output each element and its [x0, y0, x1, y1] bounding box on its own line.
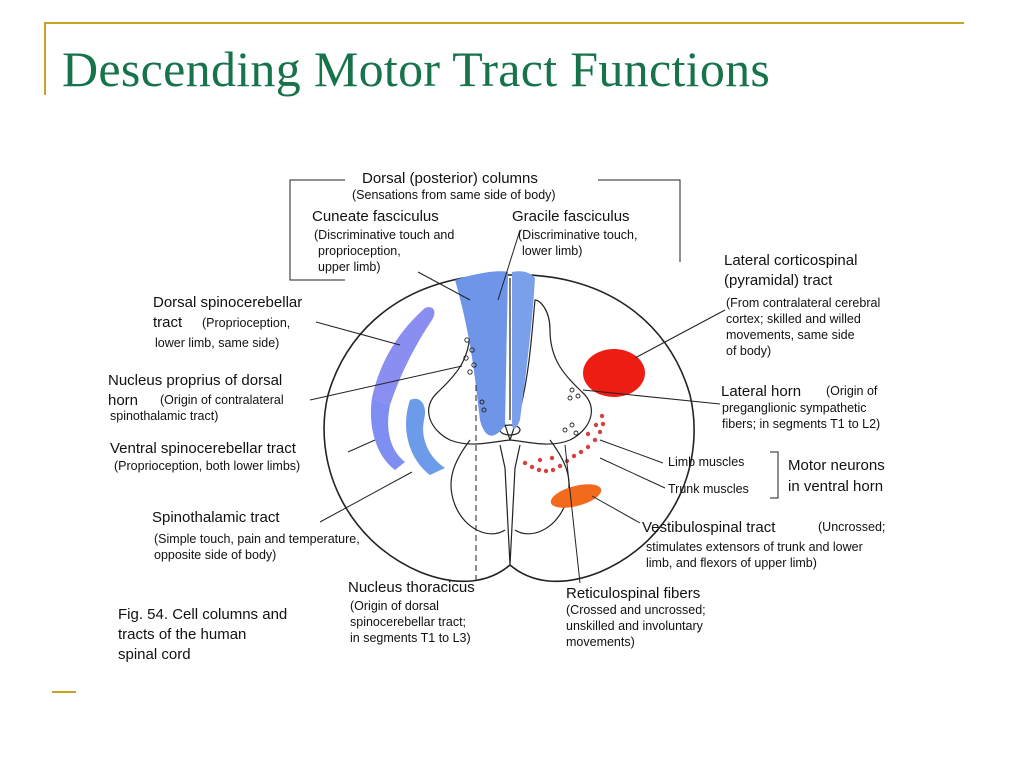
- figure-caption: tracts of the human: [118, 626, 246, 643]
- spinothalamic-desc: opposite side of body): [154, 548, 276, 562]
- lateral-horn-desc: preganglionic sympathetic: [722, 401, 867, 415]
- cuneate-desc-line: proprioception,: [318, 244, 401, 258]
- ventral-spinocerebellar-label: Ventral spinocerebellar tract: [110, 440, 297, 457]
- gracile-desc-line: lower limb): [522, 244, 582, 258]
- nucleus-thoracicus-desc: spinocerebellar tract;: [350, 615, 466, 629]
- nucleus-proprius-desc: (Origin of contralateral: [160, 393, 284, 407]
- lateral-corticospinal-label: (pyramidal) tract: [724, 272, 833, 289]
- top-accent-rule: [44, 22, 964, 24]
- nucleus-proprius-label: horn: [108, 392, 138, 409]
- nucleus-circles: [463, 337, 581, 436]
- dorsal-spinocerebellar-label: tract: [153, 314, 183, 331]
- spinothalamic-desc: (Simple touch, pain and temperature,: [154, 532, 360, 546]
- vestibulospinal-label: Vestibulospinal tract: [642, 519, 776, 536]
- motor-neurons-label: in ventral horn: [788, 478, 883, 495]
- bottom-accent-rule: [52, 691, 76, 693]
- nucleus-thoracicus-desc: in segments T1 to L3): [350, 631, 471, 645]
- reticulospinal-desc: (Crossed and uncrossed;: [566, 603, 706, 617]
- vestibulospinal-tract: [550, 484, 602, 508]
- cuneate-fasciculus-label: Cuneate fasciculus: [312, 208, 439, 225]
- vestibulospinal-desc: (Uncrossed;: [818, 520, 885, 534]
- nucleus-thoracicus-desc: (Origin of dorsal: [350, 599, 439, 613]
- ventral-spinocerebellar-desc: (Proprioception, both lower limbs): [114, 459, 300, 473]
- motor-neurons-label: Motor neurons: [788, 457, 885, 474]
- dorsal-spinocerebellar-desc: (Proprioception,: [202, 316, 290, 330]
- dorsal-column-left-tract: [455, 271, 508, 436]
- reticulospinal-desc: unskilled and involuntary: [566, 619, 704, 633]
- leader-lines: [289, 179, 779, 584]
- dorsal-spinocerebellar-label: Dorsal spinocerebellar: [153, 294, 302, 311]
- reticulospinal-desc: movements): [566, 635, 635, 649]
- nucleus-proprius-desc: spinothalamic tract): [110, 409, 218, 423]
- gracile-desc-line: (Discriminative touch,: [518, 228, 637, 242]
- lateral-horn-desc: fibers; in segments T1 to L2): [722, 417, 880, 431]
- left-accent-rule: [44, 22, 46, 95]
- nucleus-proprius-label: Nucleus proprius of dorsal: [108, 372, 282, 389]
- lateral-corticospinal-desc-line: (From contralateral cerebral: [726, 296, 880, 310]
- vestibulospinal-desc: limb, and flexors of upper limb): [646, 556, 817, 570]
- gracile-fasciculus-label: Gracile fasciculus: [512, 208, 630, 225]
- cuneate-desc-line: (Discriminative touch and: [314, 228, 454, 242]
- lateral-corticospinal-label: Lateral corticospinal: [724, 252, 857, 269]
- vestibulospinal-desc: stimulates extensors of trunk and lower: [646, 540, 863, 554]
- spinothalamic-tract: [406, 398, 445, 475]
- nucleus-thoracicus-label: Nucleus thoracicus: [348, 579, 475, 596]
- cuneate-desc-line: upper limb): [318, 260, 381, 274]
- dorsal-columns-desc: (Sensations from same side of body): [352, 188, 556, 202]
- reticulospinal-label: Reticulospinal fibers: [566, 585, 700, 602]
- motor-neuron-dots: [522, 413, 606, 474]
- spinothalamic-label: Spinothalamic tract: [152, 509, 280, 526]
- dorsal-spinocerebellar-tract: [372, 307, 435, 405]
- lateral-corticospinal-desc-line: cortex; skilled and willed: [726, 312, 861, 326]
- trunk-muscles-label: Trunk muscles: [668, 482, 749, 496]
- lateral-corticospinal-desc-line: of body): [726, 344, 771, 358]
- dorsal-column-right-tract: [512, 271, 535, 429]
- dorsal-spinocerebellar-desc: lower limb, same side): [155, 336, 279, 350]
- figure-caption: Fig. 54. Cell columns and: [118, 606, 287, 623]
- dorsal-columns-label: Dorsal (posterior) columns: [362, 170, 538, 187]
- lateral-horn-desc: (Origin of: [826, 384, 878, 398]
- ventral-spinocerebellar-tract: [370, 398, 405, 470]
- limb-muscles-label: Limb muscles: [668, 455, 744, 469]
- lateral-corticospinal-tract: [583, 349, 645, 397]
- figure-caption: spinal cord: [118, 646, 191, 663]
- slide-title: Descending Motor Tract Functions: [62, 41, 771, 97]
- lateral-corticospinal-desc-line: movements, same side: [726, 328, 855, 342]
- lateral-horn-label: Lateral horn: [721, 383, 801, 400]
